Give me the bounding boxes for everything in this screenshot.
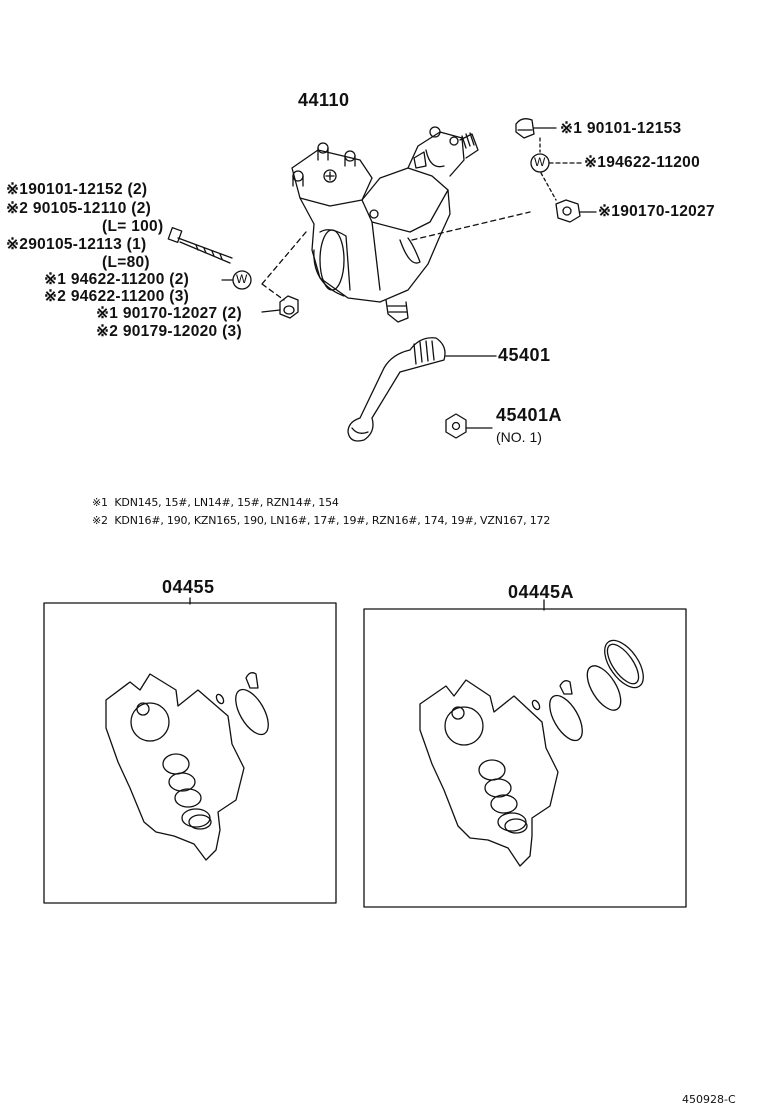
model-note-2: ※2 KDN16#, 190, KZN165, 190, LN16#, 17#,… xyxy=(92,514,551,527)
gasket-kit-left-parts xyxy=(106,673,275,860)
callout-washer-right: ※194622-11200 xyxy=(584,154,701,171)
part-number-pitman-arm: 45401 xyxy=(498,345,551,365)
kit-box-right xyxy=(364,609,686,907)
pitman-nut-note: (NO. 1) xyxy=(496,429,542,445)
mounting-bolt-right xyxy=(516,119,534,138)
part-number-kit-right: 04445A xyxy=(508,582,575,602)
mounting-bolt-left xyxy=(168,228,232,263)
callout-bolt-2-length: (L= 100) xyxy=(102,218,164,235)
nut-left xyxy=(280,296,298,318)
callout-bolt-2: ※2 90105-12110 (2) xyxy=(6,200,152,217)
callout-washer-1: ※1 94622-11200 (2) xyxy=(44,271,190,288)
nut-right xyxy=(556,200,580,222)
steering-gear-assembly xyxy=(292,127,478,322)
part-number-kit-left: 04455 xyxy=(162,577,215,597)
callout-nut-1: ※1 90170-12027 (2) xyxy=(96,305,242,322)
callout-nut-right: ※190170-12027 xyxy=(598,203,715,220)
callout-bolt-right: ※1 90101-12153 xyxy=(560,120,682,137)
callout-bolt-1: ※190101-12152 (2) xyxy=(6,181,148,198)
pitman-arm xyxy=(348,338,445,441)
kit-box-left xyxy=(44,603,336,903)
model-note-1: ※1 KDN145, 15#, LN14#, 15#, RZN14#, 154 xyxy=(92,496,339,509)
gasket-kit-right-parts xyxy=(420,634,651,866)
callout-bolt-3-length: (L=80) xyxy=(102,254,150,271)
washer-symbol-left: W xyxy=(236,272,248,286)
washer-symbol-right: W xyxy=(534,155,546,169)
part-number-gear-assembly: 44110 xyxy=(298,90,350,110)
part-number-pitman-nut: 45401A xyxy=(496,405,563,425)
callout-nut-2: ※2 90179-12020 (3) xyxy=(96,323,242,340)
callout-bolt-3: ※290105-12113 (1) xyxy=(6,236,147,253)
pitman-nut xyxy=(446,414,466,438)
diagram-code: 450928-C xyxy=(682,1093,736,1106)
callout-washer-2: ※2 94622-11200 (3) xyxy=(44,288,190,305)
